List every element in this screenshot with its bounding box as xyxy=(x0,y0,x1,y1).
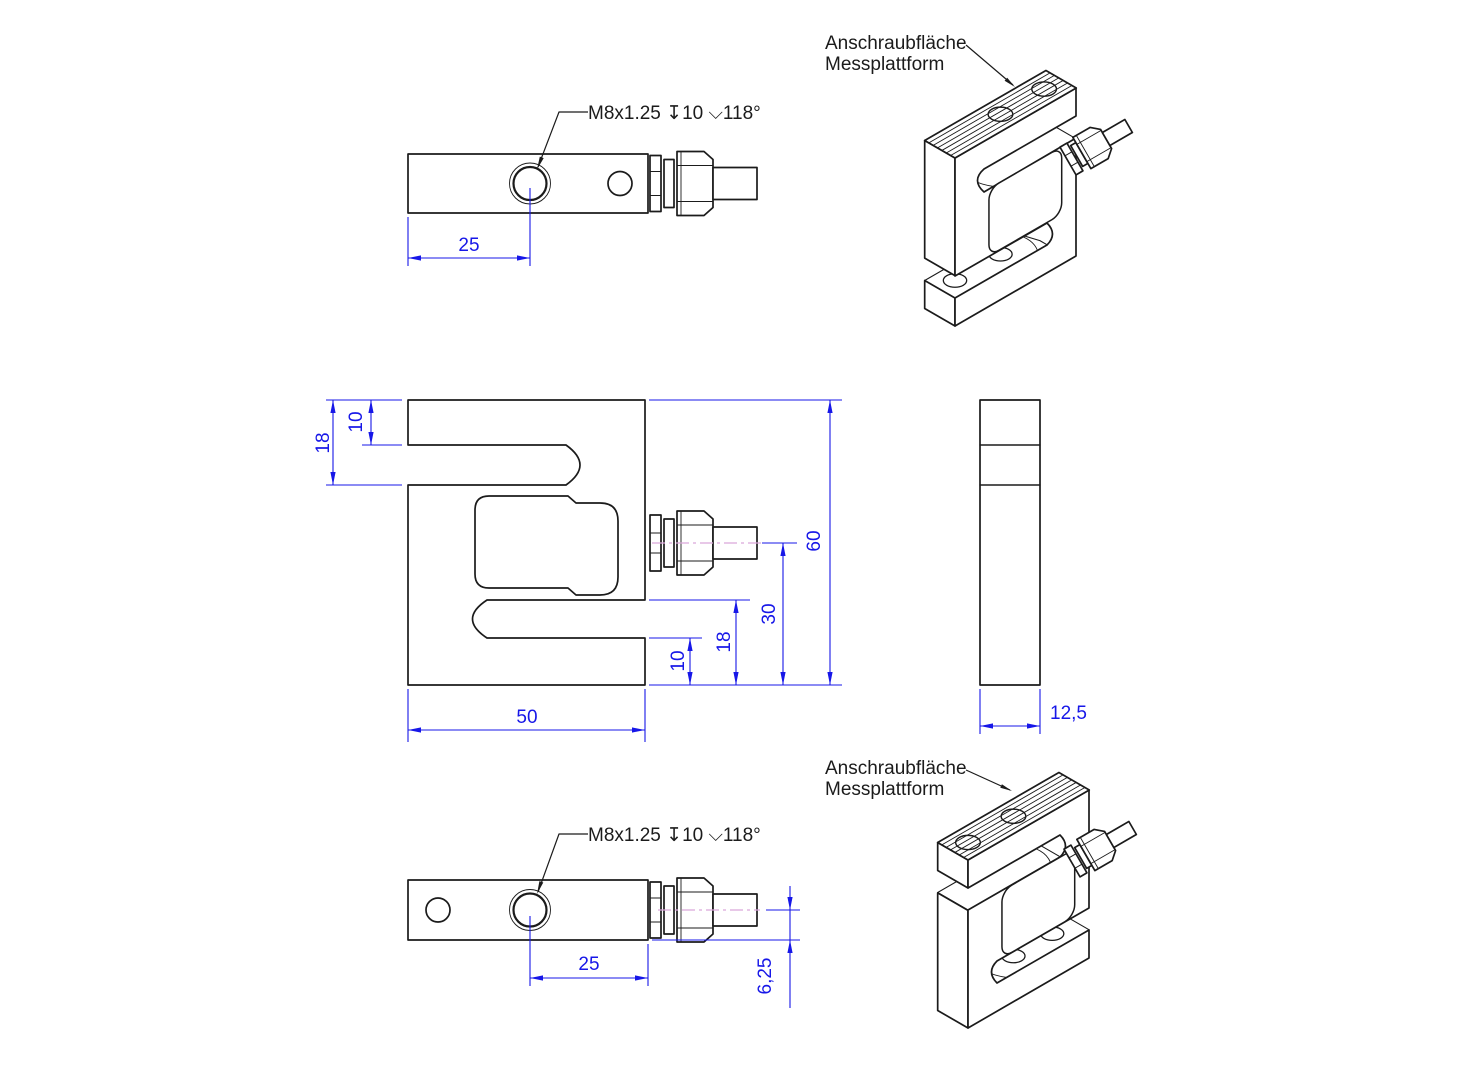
dim-label: 12,5 xyxy=(1050,703,1087,724)
dim-label: 18 xyxy=(714,631,735,652)
cable-stub xyxy=(712,166,758,201)
dim-top-25: 25 xyxy=(407,188,531,266)
dim-front-left: 10 18 xyxy=(313,399,402,486)
hatch-lines xyxy=(929,73,1072,156)
left-face xyxy=(938,843,968,1029)
leader-surface-top xyxy=(965,44,1015,87)
dim-label: 60 xyxy=(804,530,825,551)
side-view: 12,5 xyxy=(979,399,1087,734)
mounting-surface-hatched xyxy=(925,71,1077,159)
dim-label: 10 xyxy=(346,411,367,432)
side-view-body xyxy=(979,399,1041,686)
plain-hole xyxy=(607,170,633,197)
top-view-cable-gland xyxy=(649,150,758,217)
leader-surface-bottom xyxy=(965,769,1012,791)
surface-label-line2: Messplattform xyxy=(825,779,944,800)
left-face xyxy=(925,141,955,327)
iso-view-bottom: Anschraubfläche Messplattform xyxy=(825,758,1143,1029)
iso-center-hole xyxy=(989,147,1062,256)
dim-front-width: 50 xyxy=(407,689,646,742)
surface-label-line1: Anschraubfläche xyxy=(825,758,967,779)
bottom-view: M8x1.25 ↧10 ⌵118° 25 6,25 xyxy=(407,825,800,1008)
dim-side-thickness: 12,5 xyxy=(979,689,1087,734)
leader-thread-bottom xyxy=(537,833,588,894)
surface-label-line2: Messplattform xyxy=(825,54,944,75)
dim-label: 30 xyxy=(759,603,780,624)
dim-front-right: 10 18 30 60 xyxy=(649,399,842,686)
dim-label: 50 xyxy=(516,707,537,728)
dim-label: 18 xyxy=(313,432,334,453)
plain-hole xyxy=(425,897,451,923)
iso-view-top: Anschraubfläche Messplattform xyxy=(825,33,1139,327)
dim-bottom-6-25: 6,25 xyxy=(652,886,800,1008)
hatch-lines xyxy=(942,775,1085,858)
front-view-center-hole xyxy=(474,495,619,596)
dim-label: 25 xyxy=(578,954,599,975)
leader-thread-top xyxy=(537,111,588,170)
surface-label-line1: Anschraubfläche xyxy=(825,33,967,54)
thread-callout-bottom: M8x1.25 ↧10 ⌵118° xyxy=(588,825,761,846)
thread-callout-top: M8x1.25 ↧10 ⌵118° xyxy=(588,103,761,124)
dim-bottom-25: 25 xyxy=(529,916,649,986)
dim-label: 6,25 xyxy=(755,958,776,995)
top-view: M8x1.25 ↧10 ⌵118° 25 xyxy=(407,103,761,266)
dim-label: 10 xyxy=(668,650,689,671)
front-view: 10 18 10 18 30 60 50 xyxy=(313,399,842,742)
iso-center-hole xyxy=(1002,849,1075,958)
dim-label: 25 xyxy=(458,235,479,256)
mounting-surface-hatched xyxy=(938,773,1090,861)
bottom-view-body xyxy=(407,879,649,941)
